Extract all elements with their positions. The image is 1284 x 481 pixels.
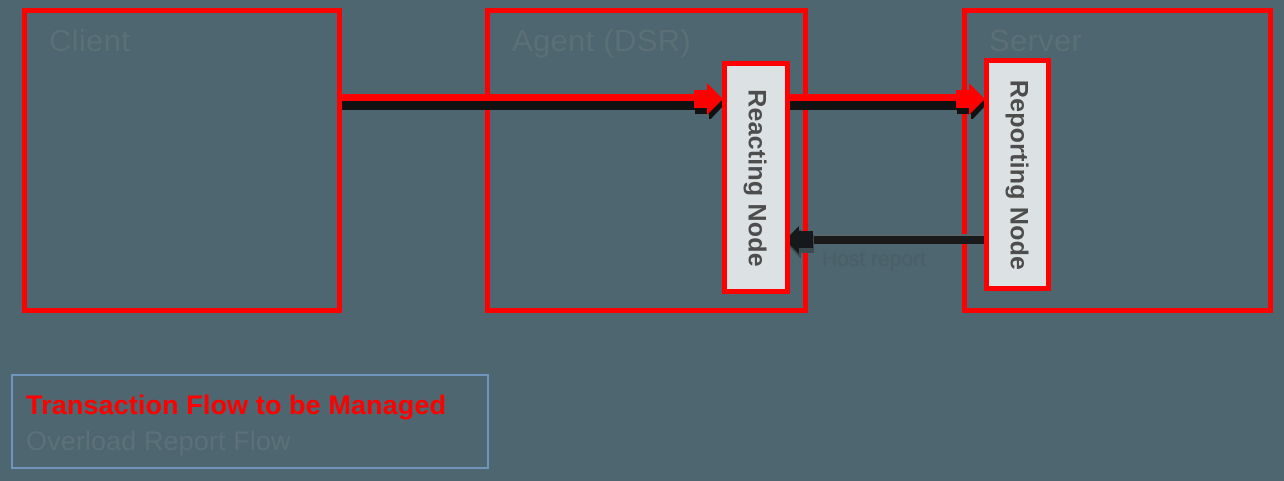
legend-item-overload-report-flow: Overload Report Flow (26, 425, 291, 456)
flow-line-client-to-reacting (340, 94, 717, 110)
node-reacting-label: Reacting Node (742, 88, 771, 267)
flow-line-reacting-to-reporting (788, 94, 979, 110)
zone-server: Server (962, 8, 1273, 313)
legend: Transaction Flow to be Managed Overload … (11, 374, 489, 469)
zone-agent-label: Agent (DSR) (512, 23, 692, 58)
node-reporting-label: Reporting Node (1004, 79, 1032, 270)
zone-agent: Agent (DSR) (485, 8, 808, 313)
node-reacting: Reacting Node (722, 61, 790, 294)
flow-caption-host-report: Host report (822, 248, 926, 271)
zone-client-label: Client (49, 23, 131, 58)
arrowhead-right-icon-reacting-to-reporting (952, 81, 987, 121)
zone-client: Client (22, 8, 342, 313)
flow-line-reporting-to-reacting (806, 234, 992, 244)
node-reporting: Reporting Node (984, 58, 1051, 291)
zone-server-label: Server (989, 23, 1083, 58)
arrowhead-left-icon-reporting-to-reacting (784, 222, 816, 259)
legend-item-transaction-flow: Transaction Flow to be Managed (26, 390, 447, 420)
arrowhead-right-icon-client-to-reacting (690, 81, 725, 121)
